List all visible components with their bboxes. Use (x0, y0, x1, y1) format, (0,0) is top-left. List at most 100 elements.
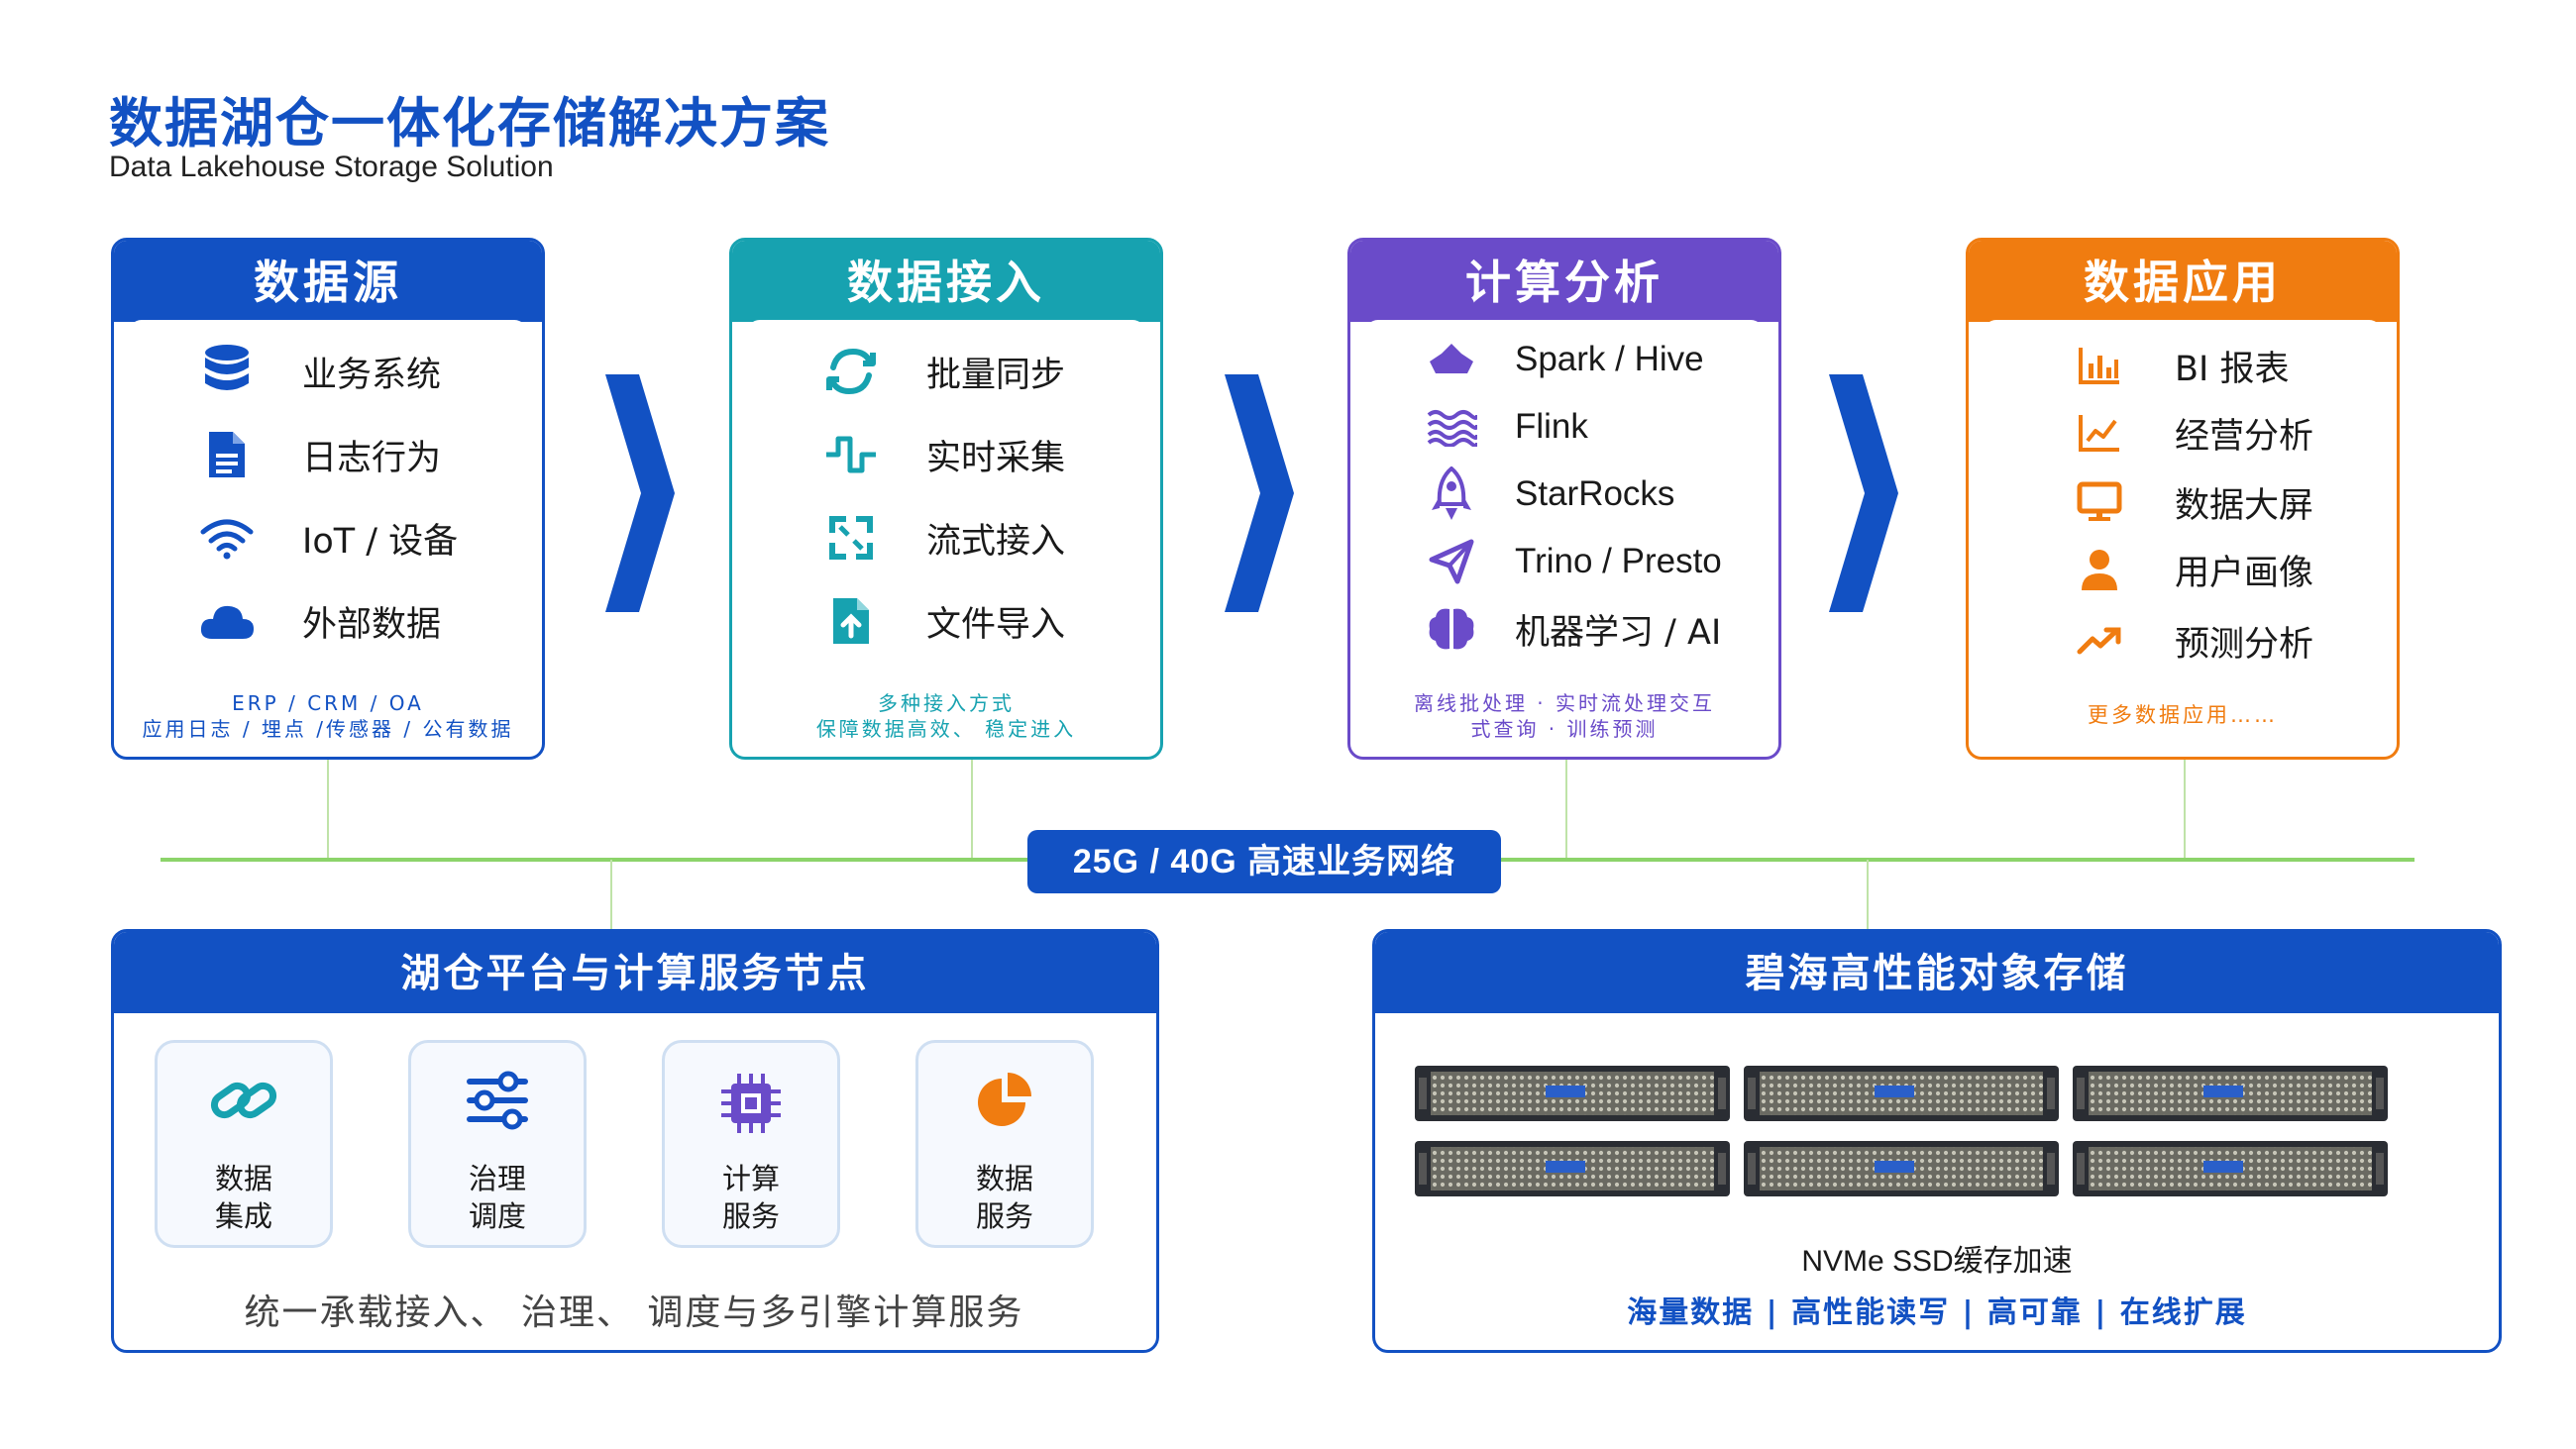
database-icon (197, 342, 257, 401)
stage-note: 离线批处理 · 实时流处理交互 式查询 · 训练预测 (1364, 690, 1765, 742)
item-label: Trino / Presto (1515, 542, 1722, 580)
pie-chart-icon (918, 1071, 1091, 1136)
list-item: 实时采集 (821, 425, 1065, 484)
item-label: Spark / Hive (1515, 340, 1704, 378)
connector-line (610, 860, 612, 929)
stage-title: 数据接入 (732, 241, 1160, 322)
list-item: 批量同步 (821, 342, 1065, 401)
stage-card-compute-analysis: 计算分析 Spark / Hive Flink StarRocks Trino … (1347, 238, 1781, 760)
server-unit (2073, 1141, 2388, 1196)
stage-note: 更多数据应用…… (1983, 702, 2383, 728)
stage-card-data-source: 数据源 业务系统 日志行为 IoT / 设备 外部数据 ER (111, 238, 545, 760)
stage-note: ERP / CRM / OA 应用日志 / 埋点 /传感器 / 公有数据 (128, 690, 528, 742)
tile-data-service: 数据服务 (915, 1040, 1094, 1248)
stage-title: 计算分析 (1350, 241, 1778, 322)
file-upload-icon (821, 591, 881, 651)
ssd-label: NVMe SSD缓存加速 (1801, 1245, 2073, 1278)
network-label: 25G / 40G 高速业务网络 (1027, 830, 1501, 893)
list-item: 预测分析 (2070, 611, 2313, 671)
item-label: 批量同步 (926, 355, 1066, 395)
stage-card-data-ingestion: 数据接入 批量同步 实时采集 流式接入 文件导入 多种接入方 (729, 238, 1163, 760)
list-item: 业务系统 (197, 342, 441, 401)
connector-line (971, 760, 973, 861)
list-item: IoT / 设备 (197, 508, 458, 568)
list-item: 流式接入 (821, 508, 1065, 568)
trend-up-icon (2070, 611, 2129, 671)
document-icon (197, 425, 257, 484)
flow-chevron-icon (605, 374, 675, 612)
sliders-icon (411, 1071, 584, 1136)
send-icon (1422, 532, 1481, 591)
item-label: 机器学习 / AI (1515, 612, 1722, 653)
note-line: 离线批处理 · 实时流处理交互 (1413, 691, 1716, 715)
item-label: 经营分析 (2175, 416, 2314, 457)
link-icon (158, 1071, 330, 1136)
list-item: 经营分析 (2070, 403, 2313, 463)
connector-line (1867, 860, 1869, 929)
stage-body: Spark / Hive Flink StarRocks Trino / Pre… (1364, 320, 1765, 743)
list-item: 机器学习 / AI (1422, 599, 1721, 659)
item-label: 日志行为 (302, 438, 442, 478)
platform-note: 统一承载接入、 治理、 调度与多引擎计算服务 (244, 1293, 1024, 1333)
stage-body: 业务系统 日志行为 IoT / 设备 外部数据 ERP / CRM / OA 应… (128, 320, 528, 743)
list-item: 用户画像 (2070, 540, 2313, 599)
list-item: 日志行为 (197, 425, 441, 484)
page-title: 数据湖仓一体化存储解决方案 (109, 92, 830, 155)
connector-line (2184, 760, 2186, 861)
item-label: 数据大屏 (2175, 485, 2314, 526)
rocket-icon (1422, 465, 1481, 524)
chip-icon (665, 1071, 837, 1136)
list-item: 文件导入 (821, 591, 1065, 651)
item-label: 用户画像 (2175, 553, 2314, 593)
tile-label: 数据集成 (214, 1162, 272, 1233)
list-item: StarRocks (1422, 465, 1674, 524)
note-line: 多种接入方式 (878, 691, 1015, 715)
item-label: Flink (1515, 407, 1588, 446)
connector-line (1565, 760, 1567, 861)
list-item: Flink (1422, 397, 1588, 457)
bar-chart-icon (2070, 336, 2129, 395)
tile-label: 治理调度 (468, 1162, 526, 1233)
tile-label: 数据服务 (975, 1162, 1033, 1233)
waves-icon (1422, 397, 1481, 457)
list-item: BI 报表 (2070, 336, 2289, 395)
note-line: ERP / CRM / OA (232, 691, 424, 715)
tile-label: 计算服务 (721, 1162, 780, 1233)
item-label: StarRocks (1515, 474, 1675, 513)
list-item: Trino / Presto (1422, 532, 1722, 591)
stage-note: 多种接入方式 保障数据高效、 稳定进入 (746, 690, 1146, 742)
item-label: 实时采集 (926, 438, 1066, 478)
stage-body: BI 报表 经营分析 数据大屏 用户画像 预测分析 更多 (1983, 320, 2383, 743)
flow-chevron-icon (1829, 374, 1898, 612)
cloud-icon (197, 591, 257, 651)
server-unit (1744, 1141, 2059, 1196)
user-icon (2070, 540, 2129, 599)
stream-arrows-icon (821, 508, 881, 568)
storage-title: 碧海高性能对象存储 (1375, 932, 2499, 1013)
connector-line (327, 760, 329, 861)
note-line: 应用日志 / 埋点 /传感器 / 公有数据 (142, 717, 514, 741)
tile-compute-service: 计算服务 (662, 1040, 840, 1248)
item-label: 流式接入 (926, 521, 1066, 562)
list-item: 数据大屏 (2070, 472, 2313, 532)
server-unit (2073, 1066, 2388, 1121)
server-unit (1744, 1066, 2059, 1121)
wifi-icon (197, 508, 257, 568)
stage-body: 批量同步 实时采集 流式接入 文件导入 多种接入方式 保障数据高效、 稳定进入 (746, 320, 1146, 743)
line-chart-icon (2070, 403, 2129, 463)
platform-title: 湖仓平台与计算服务节点 (114, 932, 1156, 1013)
server-unit (1415, 1066, 1730, 1121)
item-label: 预测分析 (2175, 624, 2314, 665)
list-item: 外部数据 (197, 591, 441, 651)
server-unit (1415, 1141, 1730, 1196)
stage-title: 数据源 (114, 241, 542, 322)
stage-card-data-application: 数据应用 BI 报表 经营分析 数据大屏 用户画像 (1966, 238, 2400, 760)
monitor-icon (2070, 472, 2129, 532)
signal-wave-icon (821, 425, 881, 484)
item-label: 文件导入 (926, 604, 1066, 645)
item-label: 业务系统 (302, 355, 442, 395)
list-item: Spark / Hive (1422, 330, 1704, 389)
storage-features: 海量数据 | 高性能读写 | 高可靠 | 在线扩展 (1627, 1295, 2247, 1330)
item-label: 外部数据 (302, 604, 442, 645)
flow-chevron-icon (1225, 374, 1294, 612)
